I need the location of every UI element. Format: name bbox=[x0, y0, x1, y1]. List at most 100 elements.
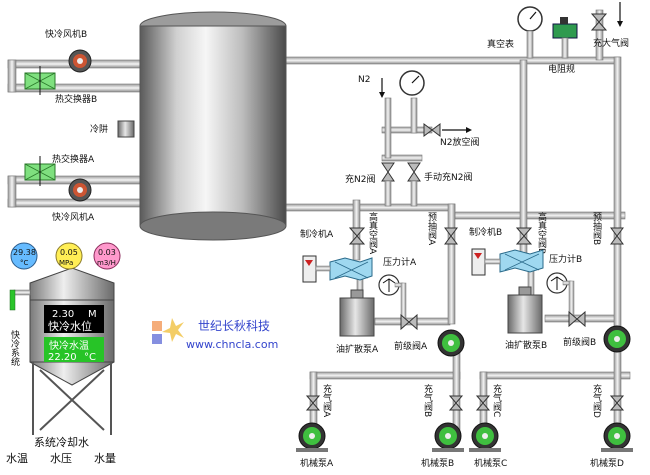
pressure-meter-a[interactable]: 压力计A bbox=[378, 256, 417, 321]
press-value: 0.05 bbox=[60, 248, 78, 257]
gas-valve-a[interactable]: 充气阀A bbox=[305, 383, 332, 418]
mech-pump-c[interactable]: 机械泵C bbox=[469, 422, 507, 469]
valve-icon bbox=[475, 395, 491, 411]
heat-exchanger-a[interactable]: 热交换器A bbox=[24, 153, 95, 186]
arrow-icon bbox=[617, 21, 623, 27]
pump-valve-b-label: 预抽阀B bbox=[591, 212, 602, 245]
charge-atm-valve[interactable]: 充大气阀 bbox=[590, 2, 629, 49]
footer-temp: 水温 bbox=[6, 452, 28, 465]
system-label: 快冷系统 bbox=[9, 329, 20, 367]
press-unit: MPa bbox=[59, 259, 73, 267]
n2-pressure-gauge[interactable] bbox=[399, 70, 425, 96]
gas-valve-c-label: 充气阀C bbox=[491, 383, 502, 417]
fan-a-label: 快冷风机A bbox=[52, 211, 95, 223]
valve-icon bbox=[305, 395, 321, 411]
temp-gauge[interactable]: 29.38 °C bbox=[10, 242, 38, 270]
n2-inlet: N2 bbox=[358, 75, 385, 98]
foreline-b-label: 前级阀B bbox=[563, 336, 596, 348]
gas-valve-b[interactable]: 充气阀B bbox=[422, 383, 464, 417]
pump-valve-a[interactable]: 预抽阀A bbox=[426, 212, 458, 246]
foreline-a-label: 前级阀A bbox=[394, 340, 428, 352]
valve-icon bbox=[515, 227, 533, 245]
level-unit: M bbox=[88, 309, 97, 320]
pressure-meter-b[interactable]: 压力计B bbox=[546, 253, 582, 318]
mech-pump-b[interactable]: 机械泵B bbox=[421, 422, 464, 469]
gas-valve-b-label: 充气阀B bbox=[422, 383, 433, 417]
mech-pump-d[interactable]: 机械泵D bbox=[590, 422, 633, 469]
diff-pump-b-label: 油扩散泵B bbox=[505, 339, 547, 351]
star-logo-icon bbox=[162, 318, 184, 342]
watermark-line2: www.chncla.com bbox=[186, 338, 278, 351]
heat-exchanger-b-label: 热交换器B bbox=[55, 93, 97, 105]
temp-unit: °C bbox=[20, 259, 29, 267]
gas-valve-a-label: 充气阀A bbox=[321, 383, 332, 418]
valve-icon bbox=[423, 123, 441, 137]
footer-flow: 水量 bbox=[94, 452, 116, 465]
water-temp-display: 快冷水温 22.20 °C bbox=[44, 337, 104, 363]
cold-trap-label: 冷阱 bbox=[90, 123, 108, 135]
n2-vent-label: N2放空阀 bbox=[440, 136, 479, 148]
level-value: 2.30 bbox=[52, 309, 74, 320]
gas-valve-d[interactable]: 充气阀D bbox=[591, 383, 625, 418]
charge-n2-label: 充N2阀 bbox=[345, 173, 375, 185]
pump-valve-a-label: 预抽阀A bbox=[426, 212, 437, 246]
n2-vent-valve[interactable]: N2放空阀 bbox=[423, 123, 479, 148]
cold-trap-b[interactable]: 制冷机B bbox=[469, 226, 544, 276]
valve-icon bbox=[590, 13, 608, 31]
pressure-b-label: 压力计B bbox=[549, 253, 582, 265]
resistance-gauge-icon bbox=[552, 23, 578, 39]
mech-pump-b-label: 机械泵B bbox=[421, 457, 454, 469]
arrow-icon bbox=[466, 127, 472, 133]
high-vac-valve-a[interactable]: 高真空阀A bbox=[348, 211, 378, 255]
water-temp-unit: °C bbox=[84, 352, 96, 363]
vacuum-gauge-label: 真空表 bbox=[487, 38, 514, 50]
vacuum-gauge[interactable]: 真空表 bbox=[487, 6, 543, 59]
watermark: 世纪长秋科技 www.chncla.com bbox=[152, 318, 278, 351]
roots-pump-a[interactable] bbox=[437, 329, 465, 357]
gas-valve-d-label: 充气阀D bbox=[591, 383, 602, 418]
arrow-icon bbox=[379, 92, 385, 98]
fast-cool-fan-a[interactable]: 快冷风机A bbox=[52, 178, 95, 223]
diff-pump-a[interactable]: 油扩散泵A bbox=[336, 289, 379, 355]
charge-atm-label: 充大气阀 bbox=[593, 37, 629, 49]
mech-pump-c-label: 机械泵C bbox=[474, 457, 507, 469]
level-label: 快冷水位 bbox=[48, 319, 92, 333]
valve-icon bbox=[610, 227, 624, 245]
water-temp-label: 快冷水温 bbox=[49, 339, 89, 352]
flow-value: 0.03 bbox=[98, 248, 116, 257]
flow-unit: m3/H bbox=[97, 259, 116, 267]
resistance-gauge[interactable]: 电阻规 bbox=[548, 17, 578, 75]
roots-pump-b[interactable] bbox=[603, 325, 631, 353]
flow-gauge[interactable]: 0.03 m3/H bbox=[93, 242, 121, 270]
valve-icon bbox=[609, 395, 625, 411]
foreline-valve-b[interactable]: 前级阀B bbox=[563, 310, 596, 348]
heat-exchanger-a-label: 热交换器A bbox=[52, 153, 95, 165]
press-gauge[interactable]: 0.05 MPa bbox=[55, 242, 83, 270]
high-vac-b-label: 高真空阀B bbox=[536, 211, 547, 254]
high-vac-a-label: 高真空阀A bbox=[367, 211, 378, 255]
valve-icon bbox=[444, 227, 458, 245]
mech-pump-a[interactable]: 机械泵A bbox=[296, 422, 334, 469]
cold-trap-vessel: 冷阱 bbox=[90, 120, 135, 138]
heat-exchanger-b[interactable]: 热交换器B bbox=[24, 66, 97, 105]
high-vac-valve-b[interactable]: 高真空阀B bbox=[515, 211, 547, 254]
valve-icon bbox=[348, 227, 366, 245]
valve-icon bbox=[400, 313, 418, 331]
manual-n2-valve[interactable]: 手动充N2阀 bbox=[407, 162, 472, 183]
resistance-gauge-label: 电阻规 bbox=[548, 63, 575, 75]
mech-pump-a-label: 机械泵A bbox=[300, 457, 334, 469]
charge-n2-valve[interactable]: 充N2阀 bbox=[345, 162, 395, 185]
cold-trap-a-label: 制冷机A bbox=[300, 228, 334, 240]
foreline-valve-a[interactable]: 前级阀A bbox=[394, 313, 428, 352]
pump-valve-b[interactable]: 预抽阀B bbox=[591, 212, 624, 245]
fast-cool-fan-b[interactable]: 快冷风机B bbox=[45, 28, 92, 73]
valve-icon bbox=[407, 162, 421, 182]
cold-trap-a[interactable]: 制冷机A bbox=[300, 228, 373, 283]
gas-valve-c[interactable]: 充气阀C bbox=[475, 383, 502, 417]
diff-pump-b[interactable]: 油扩散泵B bbox=[505, 286, 547, 351]
diff-pump-a-label: 油扩散泵A bbox=[336, 343, 379, 355]
footer-press: 水压 bbox=[50, 452, 72, 465]
valve-icon bbox=[381, 162, 395, 182]
footer-title: 系统冷却水 bbox=[34, 436, 89, 449]
